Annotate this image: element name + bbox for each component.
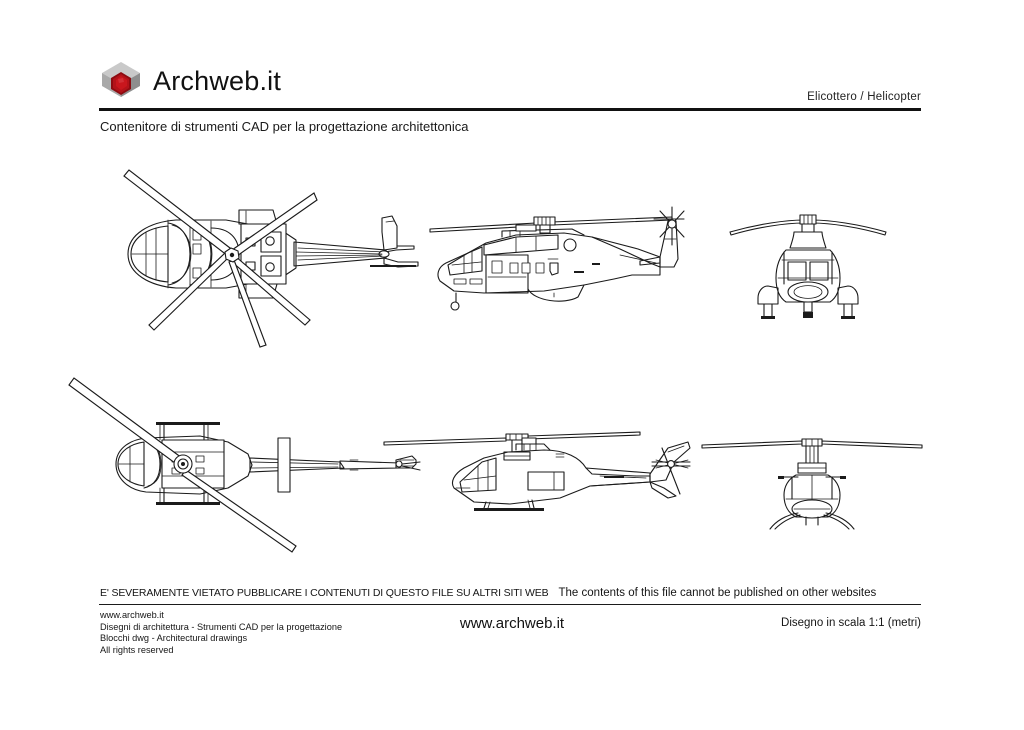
figure-heli-a-side — [424, 205, 689, 325]
drawing-area — [0, 150, 1024, 570]
footer-line-3: Blocchi dwg - Architectural drawings — [100, 633, 248, 644]
figure-heli-b-front — [701, 425, 923, 530]
copyright-warning-it: E' SEVERAMENTE VIETATO PUBBLICARE I CONT… — [100, 587, 549, 599]
brand-block: Archweb.it — [99, 60, 281, 102]
brand-name: Archweb.it — [153, 65, 282, 96]
footer-center-url: www.archweb.it — [459, 615, 565, 632]
figure-heli-b-top — [68, 377, 421, 553]
footer-info-block: www.archweb.it Disegni di architettura -… — [100, 610, 342, 656]
sheet-subtitle: Contenitore di strumenti CAD per la prog… — [100, 119, 469, 134]
footer-line-4: All rights reserved — [100, 644, 174, 655]
archweb-cube-logo-icon — [99, 60, 143, 102]
copyright-warning-en: The contents of this file cannot be publ… — [558, 587, 877, 599]
sheet-header: Archweb.it Elicottero / Helicopter — [99, 60, 921, 122]
footer-divider — [99, 604, 921, 606]
figure-heli-a-front — [728, 208, 888, 323]
copyright-warning: E' SEVERAMENTE VIETATO PUBBLICARE I CONT… — [100, 587, 922, 599]
footer-scale-note: Disegno in scala 1:1 (metri) — [781, 617, 921, 629]
footer-line-2: Disegni di architettura - Strumenti CAD … — [100, 621, 343, 632]
footer-site-url: www.archweb.it — [100, 610, 164, 620]
sheet-category: Elicottero / Helicopter — [807, 91, 921, 103]
figure-heli-a-top — [98, 169, 419, 348]
figure-heli-b-side — [383, 418, 691, 528]
header-divider — [99, 108, 921, 111]
